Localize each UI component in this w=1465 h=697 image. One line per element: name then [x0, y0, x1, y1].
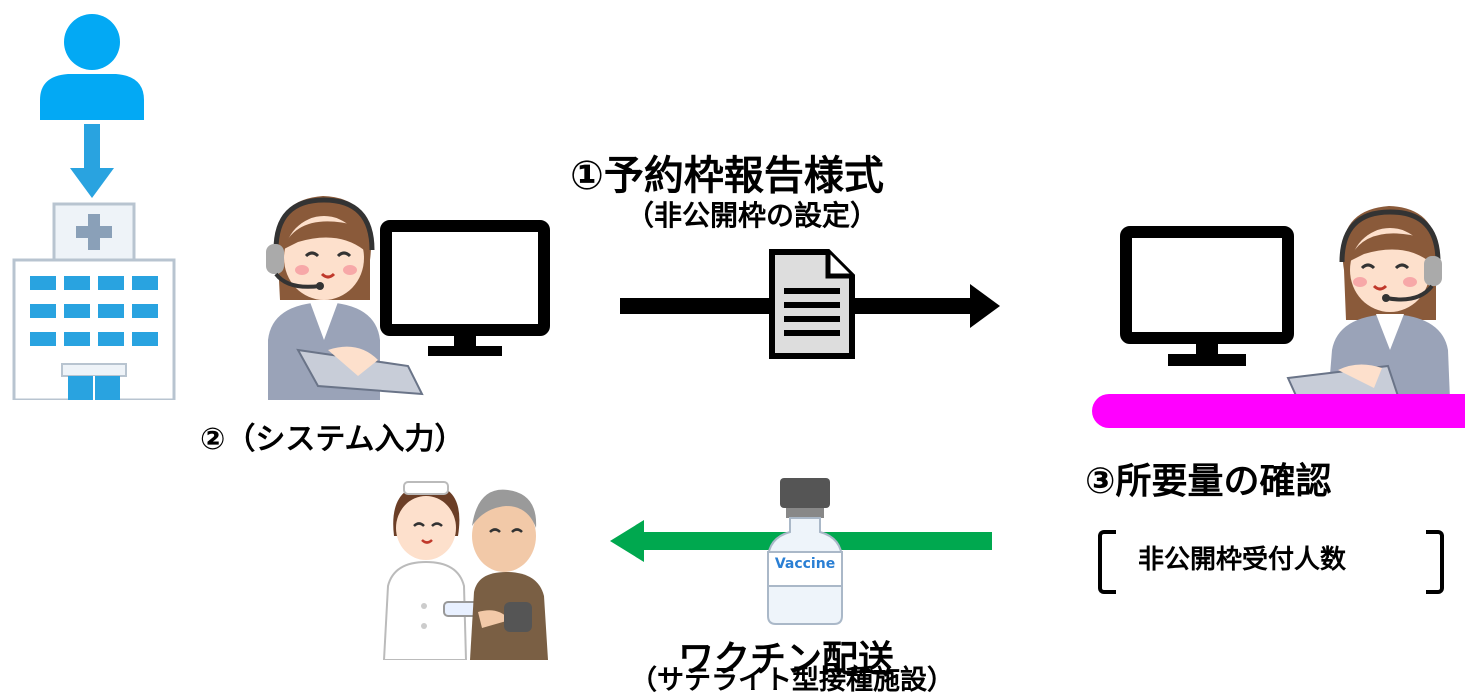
operator-icon	[258, 190, 438, 400]
step2-label: ②（システム入力）	[200, 422, 465, 457]
monitor-icon	[1120, 226, 1294, 370]
operator-icon	[1278, 200, 1465, 415]
delivery-subtitle: （サテライト型接種施設）	[630, 665, 954, 696]
monitor-icon	[380, 220, 550, 360]
person-icon	[38, 12, 146, 120]
document-icon	[768, 248, 856, 360]
vaccine-vial-icon	[762, 476, 848, 626]
step3-label: ③所要量の確認	[1085, 461, 1332, 502]
hospital-icon	[12, 196, 176, 400]
step1-title: ①予約枠報告様式	[570, 153, 884, 199]
down-arrow-icon	[70, 124, 114, 200]
nurse-patient-icon	[378, 476, 554, 660]
delivery-title: ワクチン配送	[678, 639, 895, 680]
vial-label: Vaccine	[774, 556, 836, 572]
bracket-right	[1426, 530, 1444, 594]
step1-subtitle: （非公開枠の設定）	[626, 199, 879, 232]
magenta-desk-bar	[1092, 394, 1465, 428]
bracket-left	[1098, 530, 1116, 594]
step3-box-label: 非公開枠受付人数	[1138, 545, 1347, 575]
